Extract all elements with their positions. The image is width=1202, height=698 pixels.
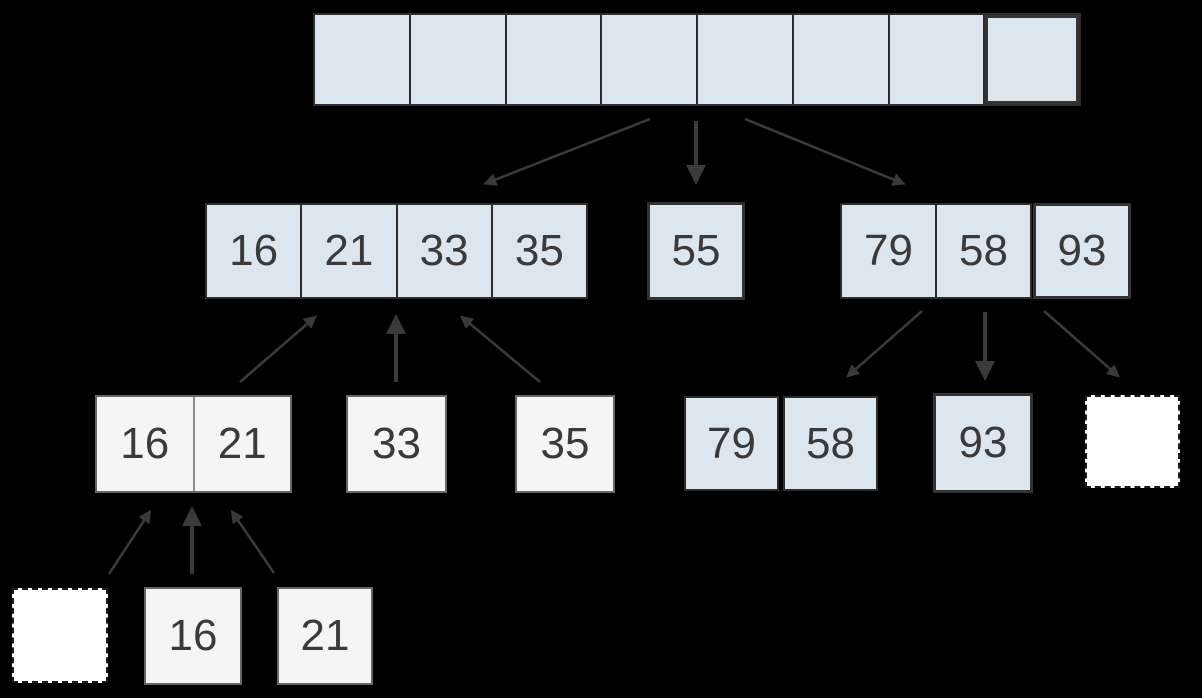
split-arrow-right-right [1043,310,1120,378]
merge-arrow-bottom-right [230,509,276,574]
split-arrows-middle-right [846,310,1120,381]
array-level2-right: 79 58 [840,203,1032,299]
array-cell: 16 [229,226,279,275]
array-level3-single-79: 79 [684,396,779,491]
merge-arrows-middle-left [239,314,541,383]
array-cell [315,15,409,104]
array-level2-single-55: 55 [647,202,745,300]
array-cell: 33 [395,205,491,297]
array-level4-single-21: 21 [277,587,373,685]
array-cell: 21 [300,205,395,297]
array-cell: 58 [935,205,1030,297]
merge-arrow-right [460,315,541,383]
merge-arrows-bottom [107,506,276,575]
array-cell: 21 [192,397,291,491]
array-cell: 35 [490,205,586,297]
array-level3-single-58: 58 [783,396,878,491]
array-level1 [313,13,1081,106]
array-cell [887,15,984,104]
array-level3-pair: 16 21 [95,395,292,493]
array-cell [408,15,505,104]
split-arrow-top-left [483,117,651,186]
merge-arrow-bottom-left [107,509,152,575]
array-cell [791,15,888,104]
array-level3-single-93: 93 [933,393,1033,493]
split-arrows-top [483,117,906,186]
array-level2-left: 16 21 33 35 [205,203,588,299]
array-level3-single-33: 33 [346,395,447,493]
merge-arrow-left [239,315,317,383]
split-arrow-top-right [744,117,906,186]
array-cell [504,15,601,104]
array-cell-highlighted [983,15,1079,104]
array-level2-single-93: 93 [1033,203,1131,299]
array-level4-single-16: 16 [144,587,242,685]
array-cell [696,15,792,104]
array-cell: 16 [120,419,170,468]
array-cell [600,15,696,104]
split-arrow-right-left [846,310,923,378]
array-level3-single-35: 35 [515,395,615,493]
array-cell: 79 [864,226,913,275]
empty-placeholder-box-right [1085,395,1180,488]
empty-placeholder-box-bottom [12,588,108,683]
